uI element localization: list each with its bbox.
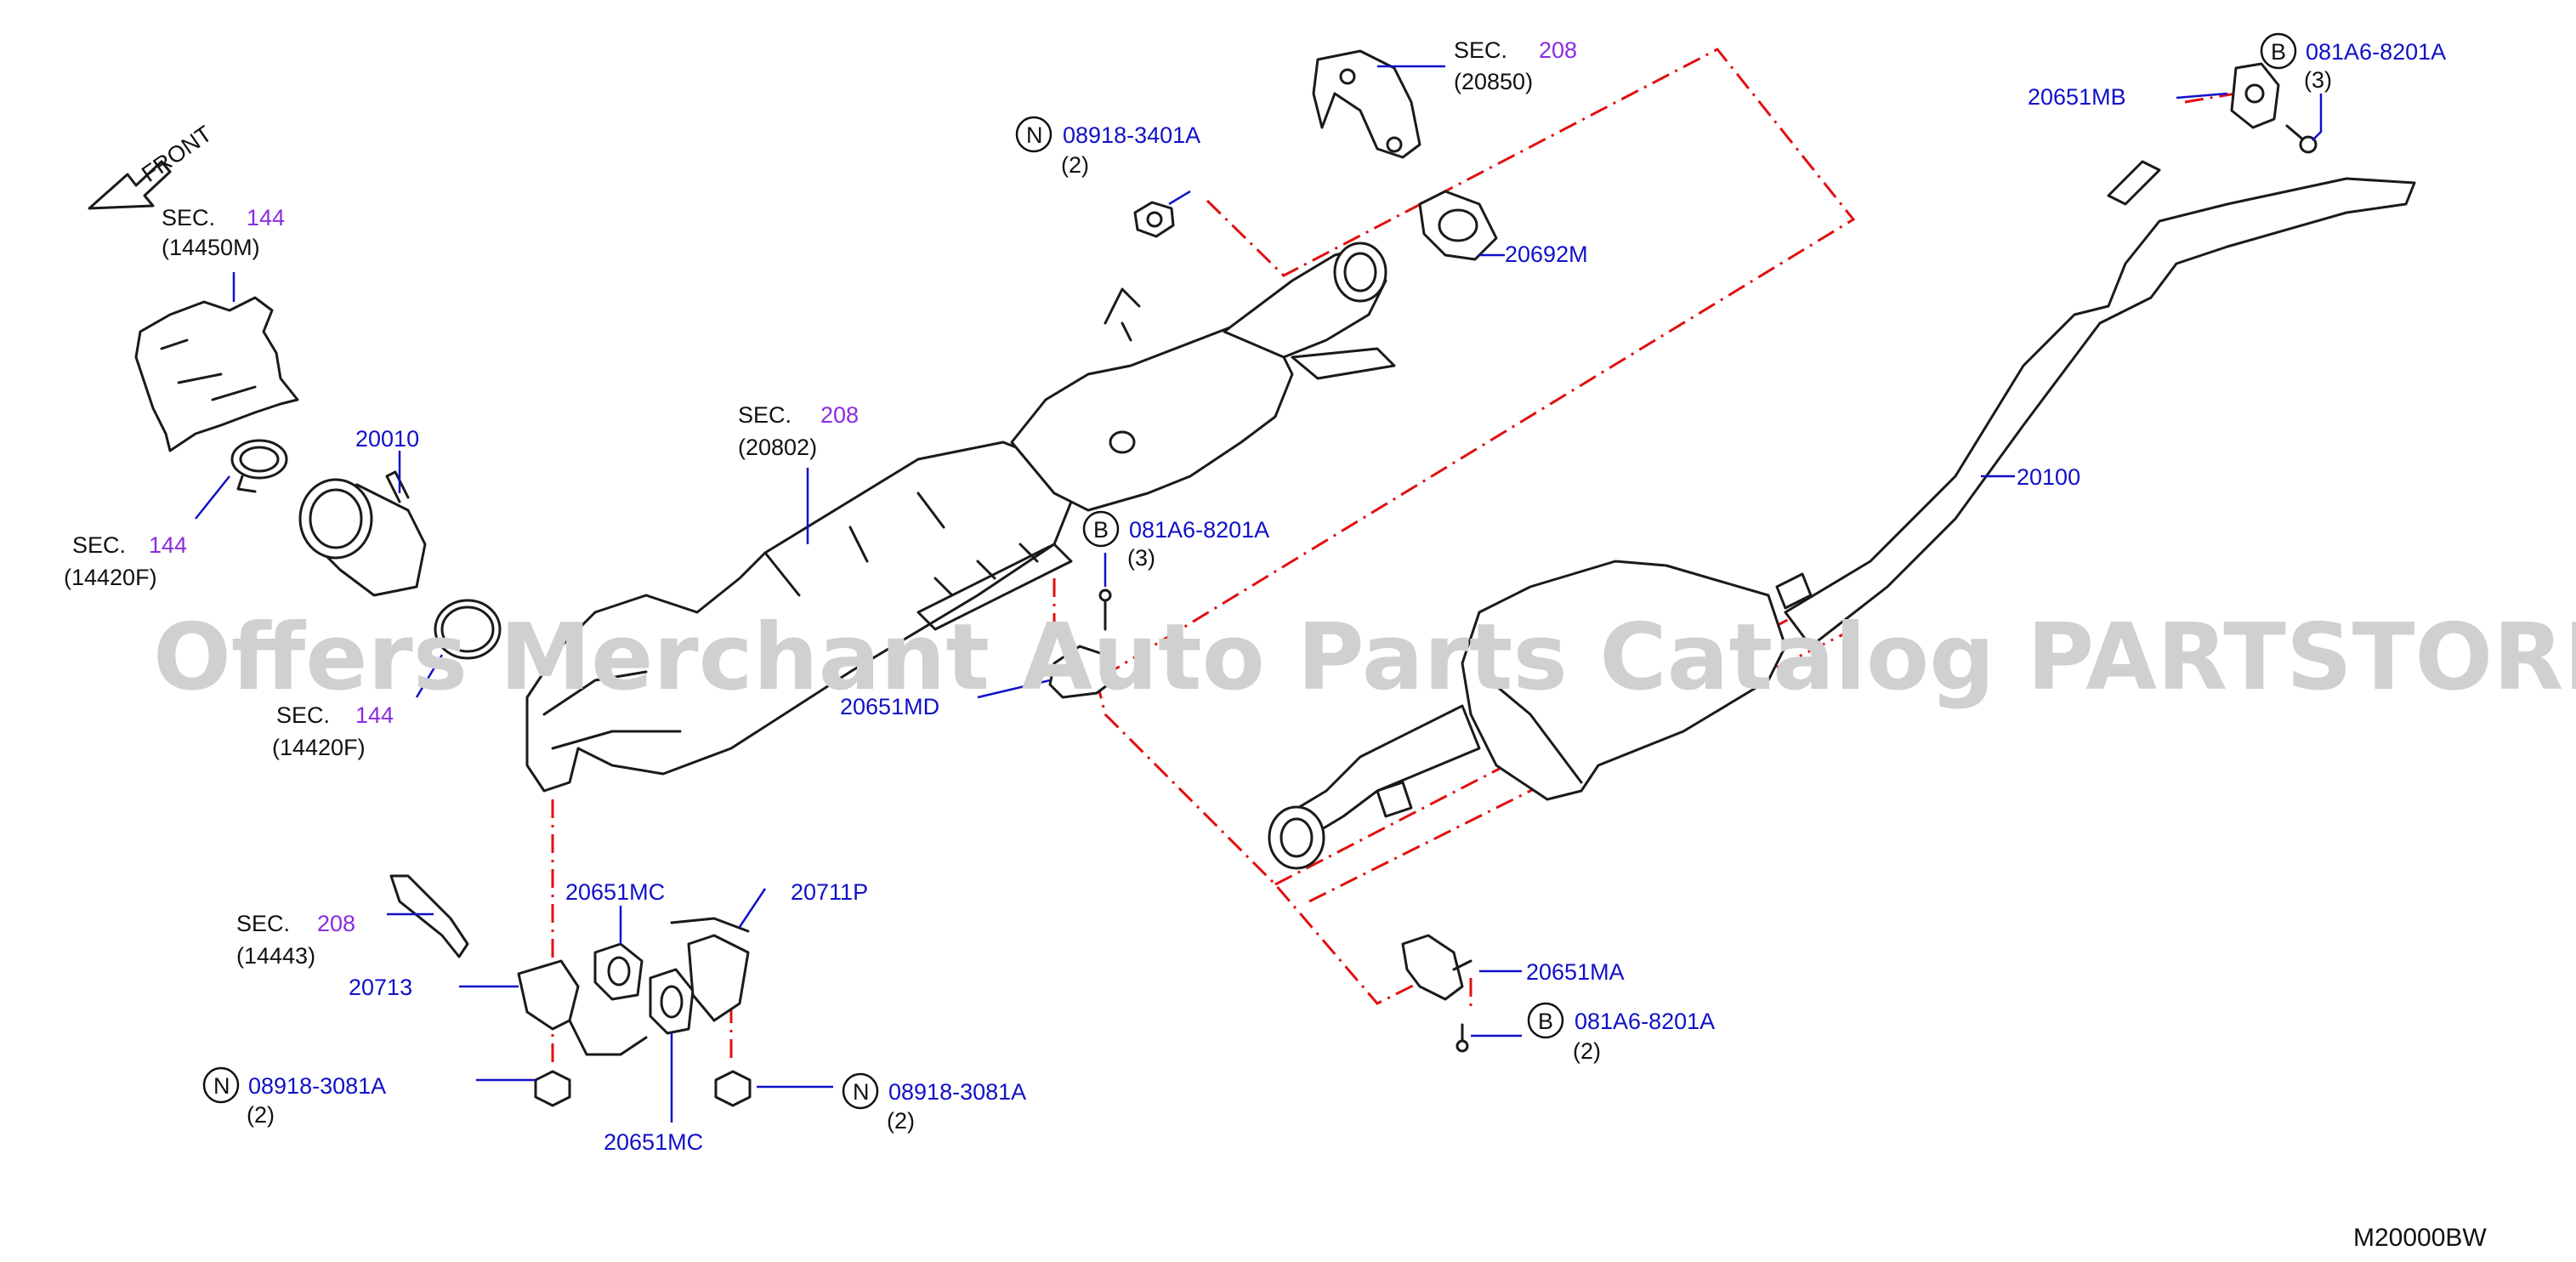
leader-lines xyxy=(195,65,2323,1123)
n-circle-icon xyxy=(842,1072,879,1110)
gasket-ring xyxy=(434,599,502,660)
svg-text:(14420F): (14420F) xyxy=(64,565,157,590)
svg-text:(14450M): (14450M) xyxy=(162,235,260,260)
svg-text:SEC.: SEC. xyxy=(72,532,126,558)
svg-text:SEC.: SEC. xyxy=(1454,37,1507,63)
mount-20651md xyxy=(1048,588,1115,699)
front-arrow: FRONT xyxy=(88,121,217,210)
hanger-20711p xyxy=(670,917,750,1022)
label-20010[interactable]: 20010 xyxy=(355,426,419,452)
svg-text:N: N xyxy=(1026,122,1043,148)
svg-text:SEC.: SEC. xyxy=(162,205,215,230)
fastener-b-081a6-8201a-lower[interactable]: B 081A6-8201A (2) xyxy=(1527,1002,1715,1064)
label-20651mb[interactable]: 20651MB xyxy=(2028,84,2126,110)
b-circle-icon xyxy=(1527,1002,1564,1039)
svg-text:144: 144 xyxy=(355,702,394,728)
rubber-mount-20651mc-upper xyxy=(593,942,644,1001)
svg-text:08918-3081A: 08918-3081A xyxy=(888,1079,1026,1105)
fastener-b-081a6-8201a-middle[interactable]: B 081A6-8201A (3) xyxy=(1082,510,1269,571)
bracket-20713 xyxy=(517,959,648,1056)
svg-text:B: B xyxy=(1538,1009,1553,1034)
heat-shield-14450m xyxy=(134,296,299,452)
svg-text:081A6-8201A: 081A6-8201A xyxy=(1129,517,1269,543)
svg-text:08918-3081A: 08918-3081A xyxy=(248,1073,386,1099)
label-20651md[interactable]: 20651MD xyxy=(840,694,939,719)
nuts-08918-3081a xyxy=(534,1070,752,1107)
svg-text:081A6-8201A: 081A6-8201A xyxy=(2306,39,2446,65)
svg-text:144: 144 xyxy=(149,532,187,558)
watermark: Offers Merchant Auto Parts Catalog PARTS… xyxy=(153,605,2576,711)
bracket-14443 xyxy=(389,874,469,958)
svg-text:(2): (2) xyxy=(1061,152,1089,178)
svg-text:144: 144 xyxy=(247,205,285,230)
sec-ref-14420f-lower: SEC. 144 (14420F) xyxy=(272,702,394,760)
svg-text:08918-3401A: 08918-3401A xyxy=(1063,122,1200,148)
gasket-20692m xyxy=(1418,190,1498,261)
sec-ref-20850: SEC. 208 (20850) xyxy=(1454,37,1577,94)
fastener-n-08918-3401a[interactable]: N 08918-3401A (2) xyxy=(1015,116,1200,178)
part-20010-adapter xyxy=(298,470,427,597)
svg-text:(14420F): (14420F) xyxy=(272,735,366,760)
b-circle-icon xyxy=(1082,510,1120,548)
svg-text:N: N xyxy=(213,1073,230,1099)
nut-08918-3401a xyxy=(1133,201,1175,238)
svg-text:(2): (2) xyxy=(1573,1038,1601,1064)
label-20100[interactable]: 20100 xyxy=(2017,464,2080,490)
label-20713[interactable]: 20713 xyxy=(349,975,412,1000)
mount-20651mb xyxy=(2230,62,2318,154)
svg-text:208: 208 xyxy=(1539,37,1577,63)
svg-text:208: 208 xyxy=(820,402,859,428)
fastener-b-081a6-8201a-top[interactable]: B 081A6-8201A (3) xyxy=(2260,32,2446,93)
b-circle-icon xyxy=(2260,32,2297,70)
label-20711p[interactable]: 20711P xyxy=(791,879,868,905)
svg-text:(3): (3) xyxy=(1127,545,1155,571)
svg-text:(3): (3) xyxy=(2304,67,2332,93)
part-20100-muffler-assembly xyxy=(1268,160,2416,870)
rubber-mount-20651mc-lower xyxy=(649,968,695,1035)
svg-text:(2): (2) xyxy=(887,1108,915,1134)
svg-text:SEC.: SEC. xyxy=(738,402,792,428)
drawing-id: M20000BW xyxy=(2353,1224,2487,1252)
svg-text:081A6-8201A: 081A6-8201A xyxy=(1575,1009,1715,1034)
svg-text:208: 208 xyxy=(317,911,355,936)
front-pipe-dpf-assembly xyxy=(525,242,1396,793)
fastener-n-08918-3081a-left[interactable]: N 08918-3081A (2) xyxy=(202,1066,386,1128)
svg-text:B: B xyxy=(1093,517,1109,543)
n-circle-icon xyxy=(1015,116,1053,153)
n-circle-icon xyxy=(202,1066,240,1104)
mount-20651ma xyxy=(1401,934,1472,1053)
front-label: FRONT xyxy=(137,121,216,187)
svg-text:(20850): (20850) xyxy=(1454,69,1533,94)
label-20651mc-lower[interactable]: 20651MC xyxy=(604,1129,703,1155)
sec-ref-20802: SEC. 208 (20802) xyxy=(738,402,859,460)
label-20651ma[interactable]: 20651MA xyxy=(1526,959,1625,985)
svg-text:(20802): (20802) xyxy=(738,435,817,460)
svg-text:SEC.: SEC. xyxy=(236,911,290,936)
heat-shield-20850 xyxy=(1312,49,1421,159)
svg-text:(2): (2) xyxy=(247,1102,275,1128)
sec-ref-14420f-upper: SEC. 144 (14420F) xyxy=(64,532,187,590)
svg-text:N: N xyxy=(853,1079,870,1105)
fastener-n-08918-3081a-right[interactable]: N 08918-3081A (2) xyxy=(842,1072,1026,1134)
label-20692m[interactable]: 20692M xyxy=(1505,242,1588,267)
svg-text:SEC.: SEC. xyxy=(276,702,330,728)
sec-ref-14443: SEC. 208 (14443) xyxy=(236,911,355,969)
clamp-14420f xyxy=(230,439,288,493)
sec-ref-14450m: SEC. 144 (14450M) xyxy=(162,205,285,260)
svg-text:B: B xyxy=(2271,39,2286,65)
label-20651mc-upper[interactable]: 20651MC xyxy=(565,879,665,905)
svg-text:(14443): (14443) xyxy=(236,943,315,969)
